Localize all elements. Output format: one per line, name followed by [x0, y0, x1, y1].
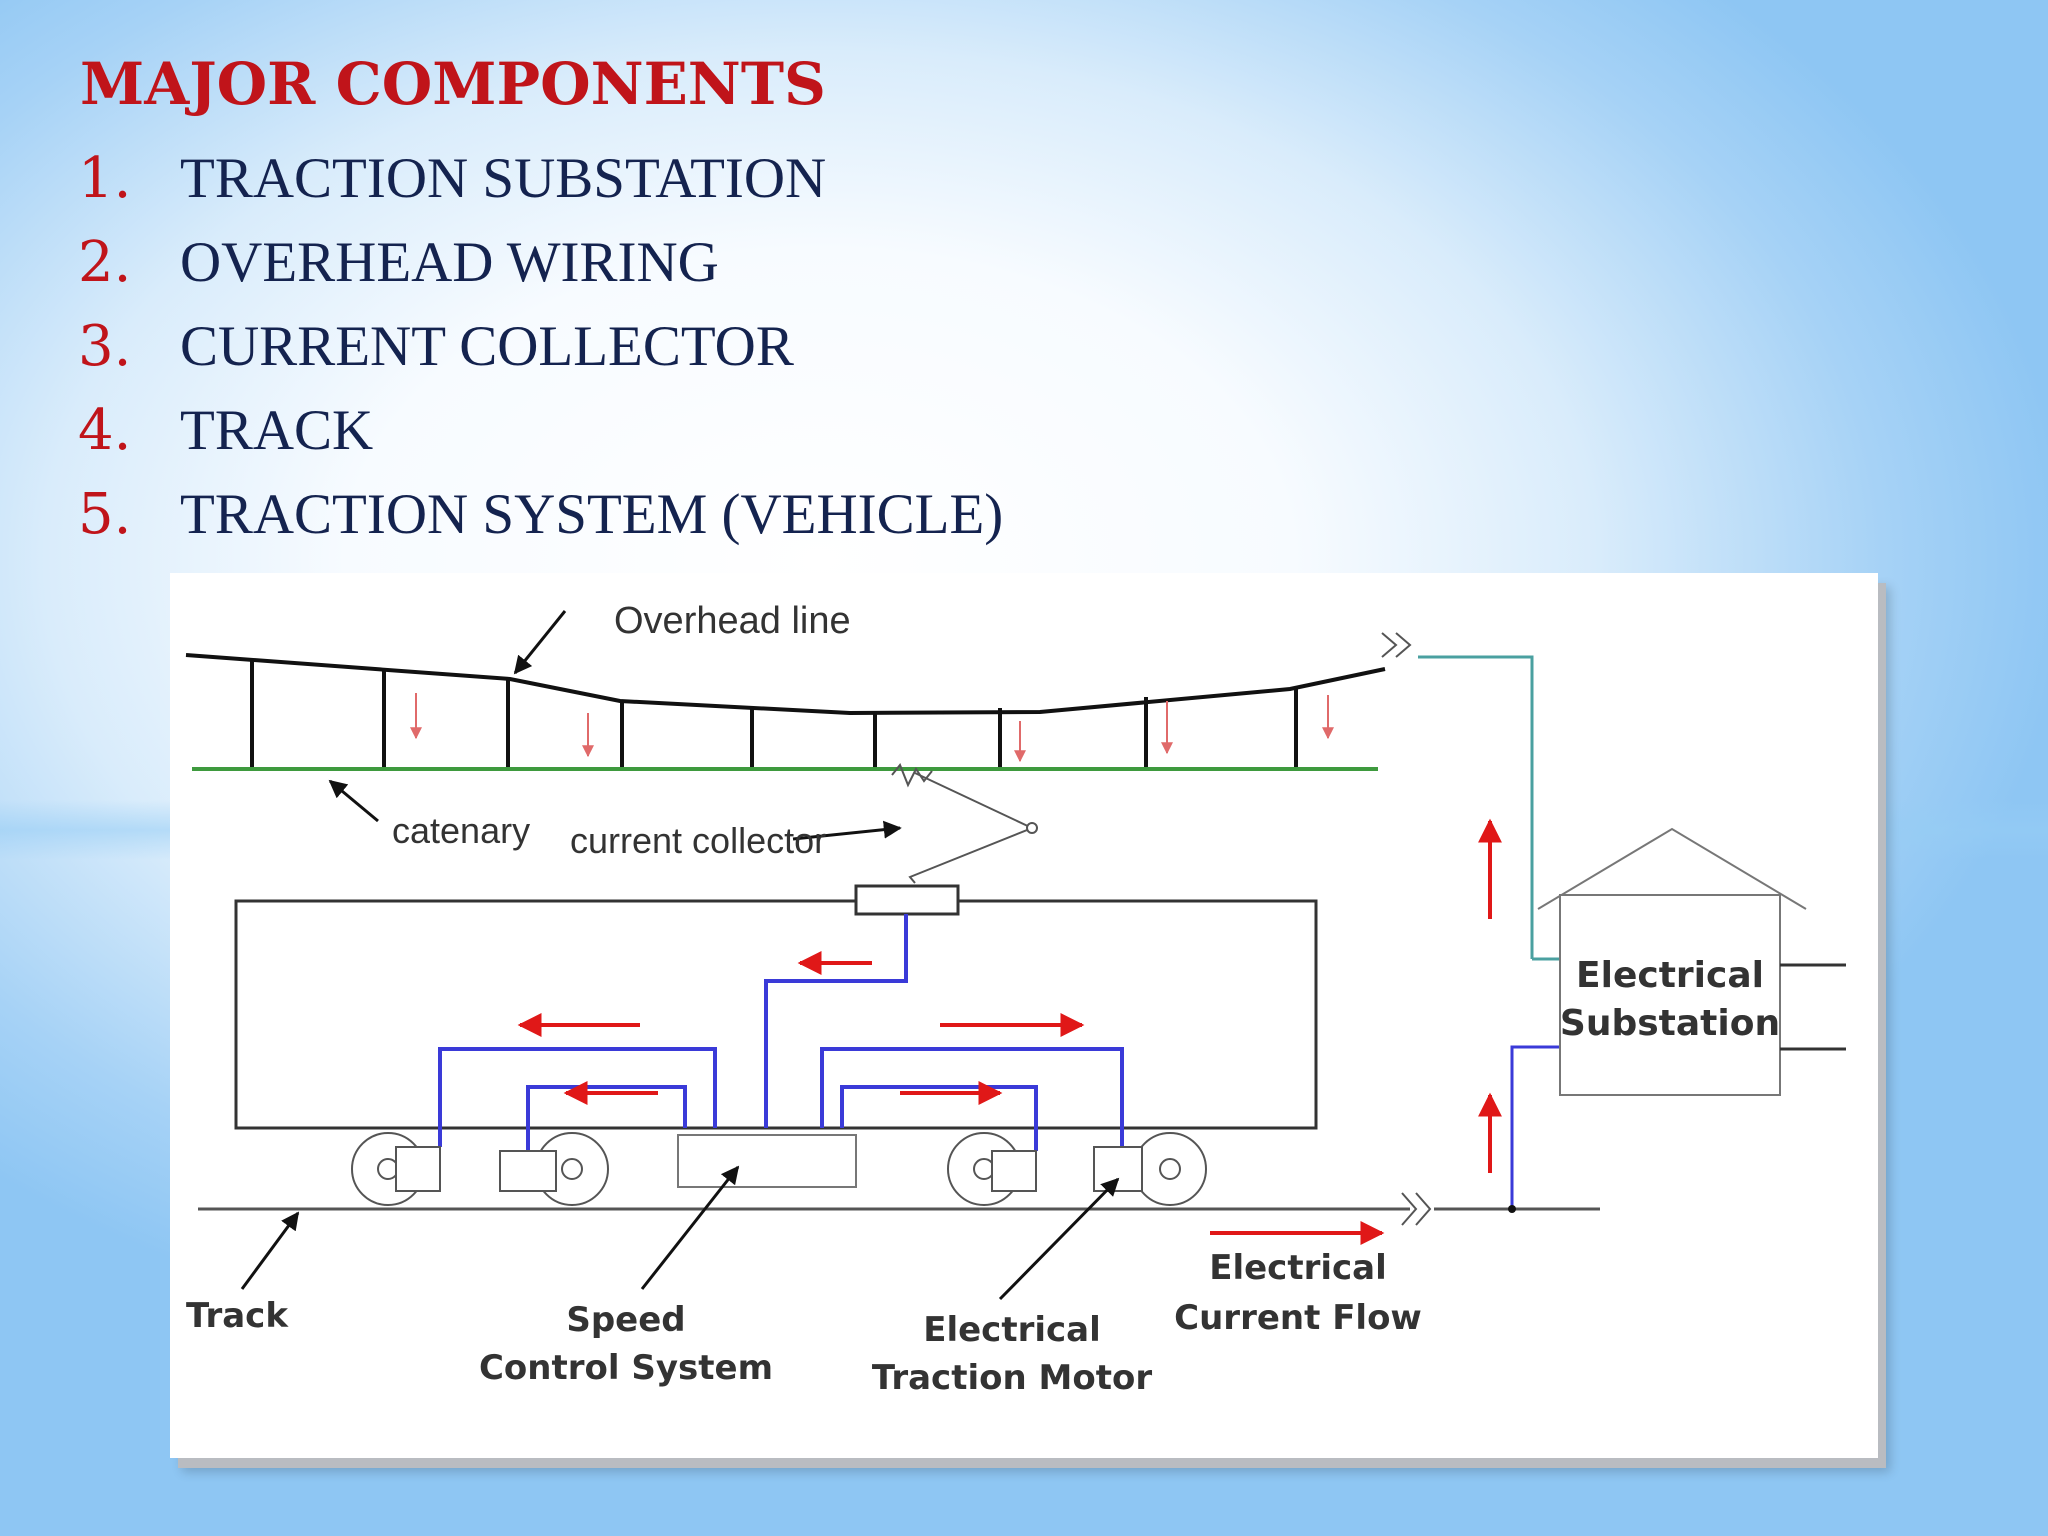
catenary-label: catenary — [392, 810, 530, 851]
item-label: CURRENT COLLECTOR — [180, 314, 794, 378]
item-number: 2. — [78, 229, 132, 295]
traction-diagram: Overhead line catenary current collector… — [170, 573, 1878, 1458]
item-label: TRACTION SUBSTATION — [180, 146, 827, 210]
motor-label-line1: Electrical — [923, 1310, 1101, 1350]
collector-base — [854, 884, 960, 916]
current-flow-label-line1: Electrical — [1209, 1248, 1387, 1288]
item-label: OVERHEAD WIRING — [180, 230, 719, 294]
return-junction — [1508, 1205, 1516, 1213]
item-label: TRACK — [180, 398, 374, 462]
item-number: 1. — [78, 145, 132, 211]
pantograph-shoe — [891, 763, 933, 788]
speed-control-box — [677, 1134, 857, 1188]
substation-roof — [1537, 827, 1807, 910]
overhead-line — [185, 653, 1386, 716]
motor-right-1 — [991, 1150, 1037, 1192]
list-item: 5. TRACTION SYSTEM (VEHICLE) — [78, 472, 1003, 556]
feeder-wire — [1418, 655, 1534, 959]
overhead-line-label: Overhead line — [614, 600, 851, 642]
diagram-canvas: Overhead line catenary current collector… — [185, 600, 1846, 1398]
track-label: Track — [186, 1296, 289, 1336]
substation-label-line2: Substation — [1560, 1003, 1780, 1044]
item-label: TRACTION SYSTEM (VEHICLE) — [180, 482, 1004, 546]
return-wire — [1510, 1045, 1560, 1209]
catenary-leader — [328, 779, 379, 823]
list-item: 1. TRACTION SUBSTATION — [78, 136, 1003, 220]
substation-building — [1559, 894, 1781, 1096]
track-break — [1401, 1192, 1432, 1226]
motor-leader — [998, 1177, 1120, 1301]
list-item: 2. OVERHEAD WIRING — [78, 220, 1003, 304]
track-leader — [240, 1211, 300, 1290]
feeder-break — [1381, 632, 1412, 658]
collector-leader — [792, 820, 902, 841]
motor-right-2 — [1093, 1146, 1143, 1192]
components-list: 1.TRACTION SUBSTATION 2.OVERHEAD WIRING … — [78, 136, 1003, 556]
pantograph-frame — [908, 772, 1035, 884]
vehicle-body — [234, 899, 1318, 1130]
motor-left-2 — [499, 1150, 557, 1192]
catenary-force-arrows — [410, 693, 1334, 763]
list-item: 4. TRACK — [78, 388, 1003, 472]
slide-title: MAJOR COMPONENTS — [80, 50, 826, 118]
wheel-right-2 — [1133, 1132, 1207, 1206]
current-collector-label: current collector — [570, 820, 826, 861]
speed-label-line2: Control System — [479, 1348, 773, 1388]
motor-left-1 — [395, 1146, 441, 1192]
vehicle-current-arrows — [517, 951, 1085, 1105]
motor-label-line2: Traction Motor — [872, 1358, 1152, 1398]
current-flow-label-line2: Current Flow — [1174, 1298, 1422, 1338]
item-number: 4. — [78, 397, 132, 463]
droppers — [250, 659, 1298, 769]
vehicle-circuit — [438, 914, 1124, 1151]
pantograph-hinge — [1026, 822, 1038, 834]
list-item: 3. CURRENT COLLECTOR — [78, 304, 1003, 388]
speed-label-line1: Speed — [566, 1300, 685, 1340]
overhead-line-leader — [513, 610, 567, 675]
item-number: 3. — [78, 313, 132, 379]
speed-leader — [640, 1165, 740, 1290]
item-number: 5. — [78, 481, 132, 547]
substation-label-line1: Electrical — [1576, 955, 1764, 996]
